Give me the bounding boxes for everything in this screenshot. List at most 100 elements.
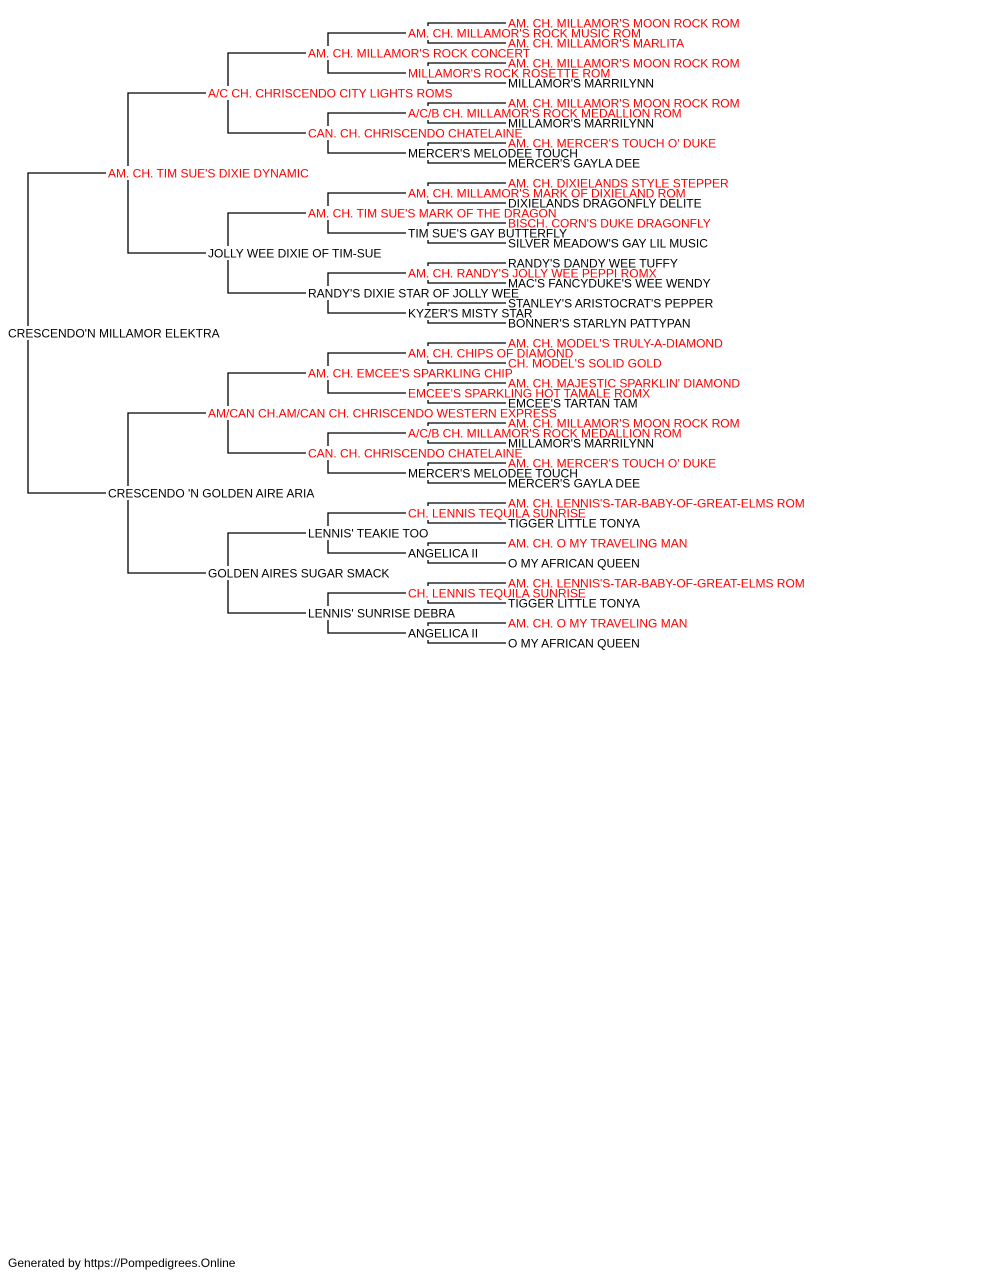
- dog-name-gen5: RANDY'S DANDY WEE TUFFY: [508, 257, 678, 271]
- dog-name-gen5: AM. CH. O MY TRAVELING MAN: [508, 537, 687, 551]
- sire-connector-gen2: [127, 92, 206, 166]
- sire-connector-gen5: [427, 182, 506, 186]
- dog-name-gen2: A/C CH. CHRISCENDO CITY LIGHTS ROMS: [208, 87, 452, 101]
- dog-name-gen3: LENNIS' TEAKIE TOO: [308, 527, 428, 541]
- dam-connector-gen5: [427, 120, 506, 124]
- dog-name-gen2: GOLDEN AIRES SUGAR SMACK: [208, 567, 389, 581]
- dog-name-gen5: TIGGER LITTLE TONYA: [508, 597, 640, 611]
- sire-connector-gen4: [327, 192, 406, 206]
- dog-name-gen5: AM. CH. MERCER'S TOUCH O' DUKE: [508, 457, 716, 471]
- dam-connector-gen3: [227, 420, 306, 454]
- sire-connector-gen2: [127, 412, 206, 486]
- dog-name-gen4: AM. CH. RANDY'S JOLLY WEE PEPPI ROMX: [408, 267, 657, 281]
- dog-name-gen4: AM. CH. CHIPS OF DIAMOND: [408, 347, 574, 361]
- dam-connector-gen3: [227, 100, 306, 134]
- dog-name-gen4: MERCER'S MELODEE TOUCH: [408, 147, 578, 161]
- dam-connector-gen5: [427, 480, 506, 484]
- dog-name-gen3: RANDY'S DIXIE STAR OF JOLLY WEE: [308, 287, 519, 301]
- dog-name-gen5: BONNER'S STARLYN PATTYPAN: [508, 317, 691, 331]
- dog-name-gen5: TIGGER LITTLE TONYA: [508, 517, 640, 531]
- dam-connector-gen4: [327, 140, 406, 154]
- dog-name-gen5: AM. CH. MILLAMOR'S MOON ROCK ROM: [508, 97, 740, 111]
- generated-by-footer: Generated by https://Pompedigrees.Online: [8, 1256, 236, 1270]
- dog-name-gen3: AM. CH. MILLAMOR'S ROCK CONCERT: [308, 47, 531, 61]
- sire-connector-gen3: [227, 212, 306, 246]
- dog-name-gen5: O MY AFRICAN QUEEN: [508, 557, 640, 571]
- sire-connector-gen5: [427, 622, 506, 626]
- sire-connector-gen5: [427, 382, 506, 386]
- dog-name-gen4: MILLAMOR'S ROCK ROSETTE ROM: [408, 67, 610, 81]
- sire-connector-gen5: [427, 62, 506, 66]
- dam-connector-gen5: [427, 280, 506, 284]
- sire-connector-gen5: [427, 582, 506, 586]
- dam-connector-gen5: [427, 560, 506, 564]
- dam-connector-gen5: [427, 600, 506, 604]
- sire-connector-gen4: [327, 432, 406, 446]
- sire-connector-gen3: [227, 532, 306, 566]
- dog-name-gen4: CH. LENNIS TEQUILA SUNRISE: [408, 587, 586, 601]
- dog-name-gen5: MERCER'S GAYLA DEE: [508, 477, 640, 491]
- sire-connector-gen5: [427, 22, 506, 26]
- dog-name-gen2: AM/CAN CH.AM/CAN CH. CHRISCENDO WESTERN …: [208, 407, 557, 421]
- sire-connector-gen5: [427, 102, 506, 106]
- dam-connector-gen4: [327, 220, 406, 234]
- sire-connector-gen4: [327, 352, 406, 366]
- dam-connector-gen4: [327, 380, 406, 394]
- dog-name-gen3: LENNIS' SUNRISE DEBRA: [308, 607, 455, 621]
- dam-connector-gen4: [327, 540, 406, 554]
- dog-name-gen3: CAN. CH. CHRISCENDO CHATELAINE: [308, 447, 522, 461]
- dam-connector-gen5: [427, 240, 506, 244]
- dog-name-gen4: AM. CH. MILLAMOR'S ROCK MUSIC ROM: [408, 27, 641, 41]
- dam-connector-gen5: [427, 320, 506, 324]
- sire-connector-gen5: [427, 302, 506, 306]
- dam-connector-gen4: [327, 60, 406, 74]
- dam-connector-gen4: [327, 620, 406, 634]
- dam-connector-gen5: [427, 520, 506, 524]
- sire-connector-gen4: [327, 32, 406, 46]
- dam-connector-gen2: [127, 180, 206, 254]
- dog-name-gen5: MILLAMOR'S MARRILYNN: [508, 77, 654, 91]
- dog-name-gen3: CAN. CH. CHRISCENDO CHATELAINE: [308, 127, 522, 141]
- sire-connector-gen5: [427, 502, 506, 506]
- sire-connector-gen5: [427, 262, 506, 266]
- dog-name-gen5: O MY AFRICAN QUEEN: [508, 637, 640, 651]
- dog-name-gen5: AM. CH. DIXIELANDS STYLE STEPPER: [508, 177, 729, 191]
- dog-name-gen5: EMCEE'S TARTAN TAM: [508, 397, 638, 411]
- sire-connector-gen3: [227, 372, 306, 406]
- sire-connector-gen5: [427, 342, 506, 346]
- sire-connector-gen5: [427, 462, 506, 466]
- dog-name-gen5: MERCER'S GAYLA DEE: [508, 157, 640, 171]
- dam-connector-gen5: [427, 200, 506, 204]
- dam-connector-gen3: [227, 260, 306, 294]
- sire-connector-gen5: [427, 542, 506, 546]
- dog-name-gen4: A/C/B CH. MILLAMOR'S ROCK MEDALLION ROM: [408, 427, 682, 441]
- sire-connector-gen5: [427, 142, 506, 146]
- dog-name-gen4: MERCER'S MELODEE TOUCH: [408, 467, 578, 481]
- dog-name-gen5: AM. CH. MILLAMOR'S MOON ROCK ROM: [508, 417, 740, 431]
- dog-name-gen1: AM. CH. TIM SUE'S DIXIE DYNAMIC: [108, 167, 309, 181]
- dam-connector-gen5: [427, 360, 506, 364]
- dog-name-gen5: AM. CH. MERCER'S TOUCH O' DUKE: [508, 137, 716, 151]
- dog-name-gen5: AM. CH. MILLAMOR'S MOON ROCK ROM: [508, 17, 740, 31]
- dam-connector-gen4: [327, 300, 406, 314]
- dog-name-gen5: AM. CH. MILLAMOR'S MOON ROCK ROM: [508, 57, 740, 71]
- dog-name-gen4: CH. LENNIS TEQUILA SUNRISE: [408, 507, 586, 521]
- dog-name-gen5: MILLAMOR'S MARRILYNN: [508, 437, 654, 451]
- dog-name-gen4: A/C/B CH. MILLAMOR'S ROCK MEDALLION ROM: [408, 107, 682, 121]
- dog-name-gen4: AM. CH. MILLAMOR'S MARK OF DIXIELAND ROM: [408, 187, 686, 201]
- dog-name-gen5: MAC'S FANCYDUKE'S WEE WENDY: [508, 277, 711, 291]
- sire-connector-gen4: [327, 592, 406, 606]
- dog-name-gen4: ANGELICA II: [408, 627, 478, 641]
- dam-connector-gen5: [427, 640, 506, 644]
- dog-name-gen4: KYZER'S MISTY STAR: [408, 307, 533, 321]
- dog-name-gen5: AM. CH. O MY TRAVELING MAN: [508, 617, 687, 631]
- dog-name-gen5: AM. CH. MAJESTIC SPARKLIN' DIAMOND: [508, 377, 740, 391]
- dog-name-gen4: ANGELICA II: [408, 547, 478, 561]
- dog-name-gen4: TIM SUE'S GAY BUTTERFLY: [408, 227, 567, 241]
- dog-name-gen5: BISCH. CORN'S DUKE DRAGONFLY: [508, 217, 711, 231]
- sire-connector-gen4: [327, 272, 406, 286]
- dog-name-gen5: STANLEY'S ARISTOCRAT'S PEPPER: [508, 297, 714, 311]
- dog-name-gen5: MILLAMOR'S MARRILYNN: [508, 117, 654, 131]
